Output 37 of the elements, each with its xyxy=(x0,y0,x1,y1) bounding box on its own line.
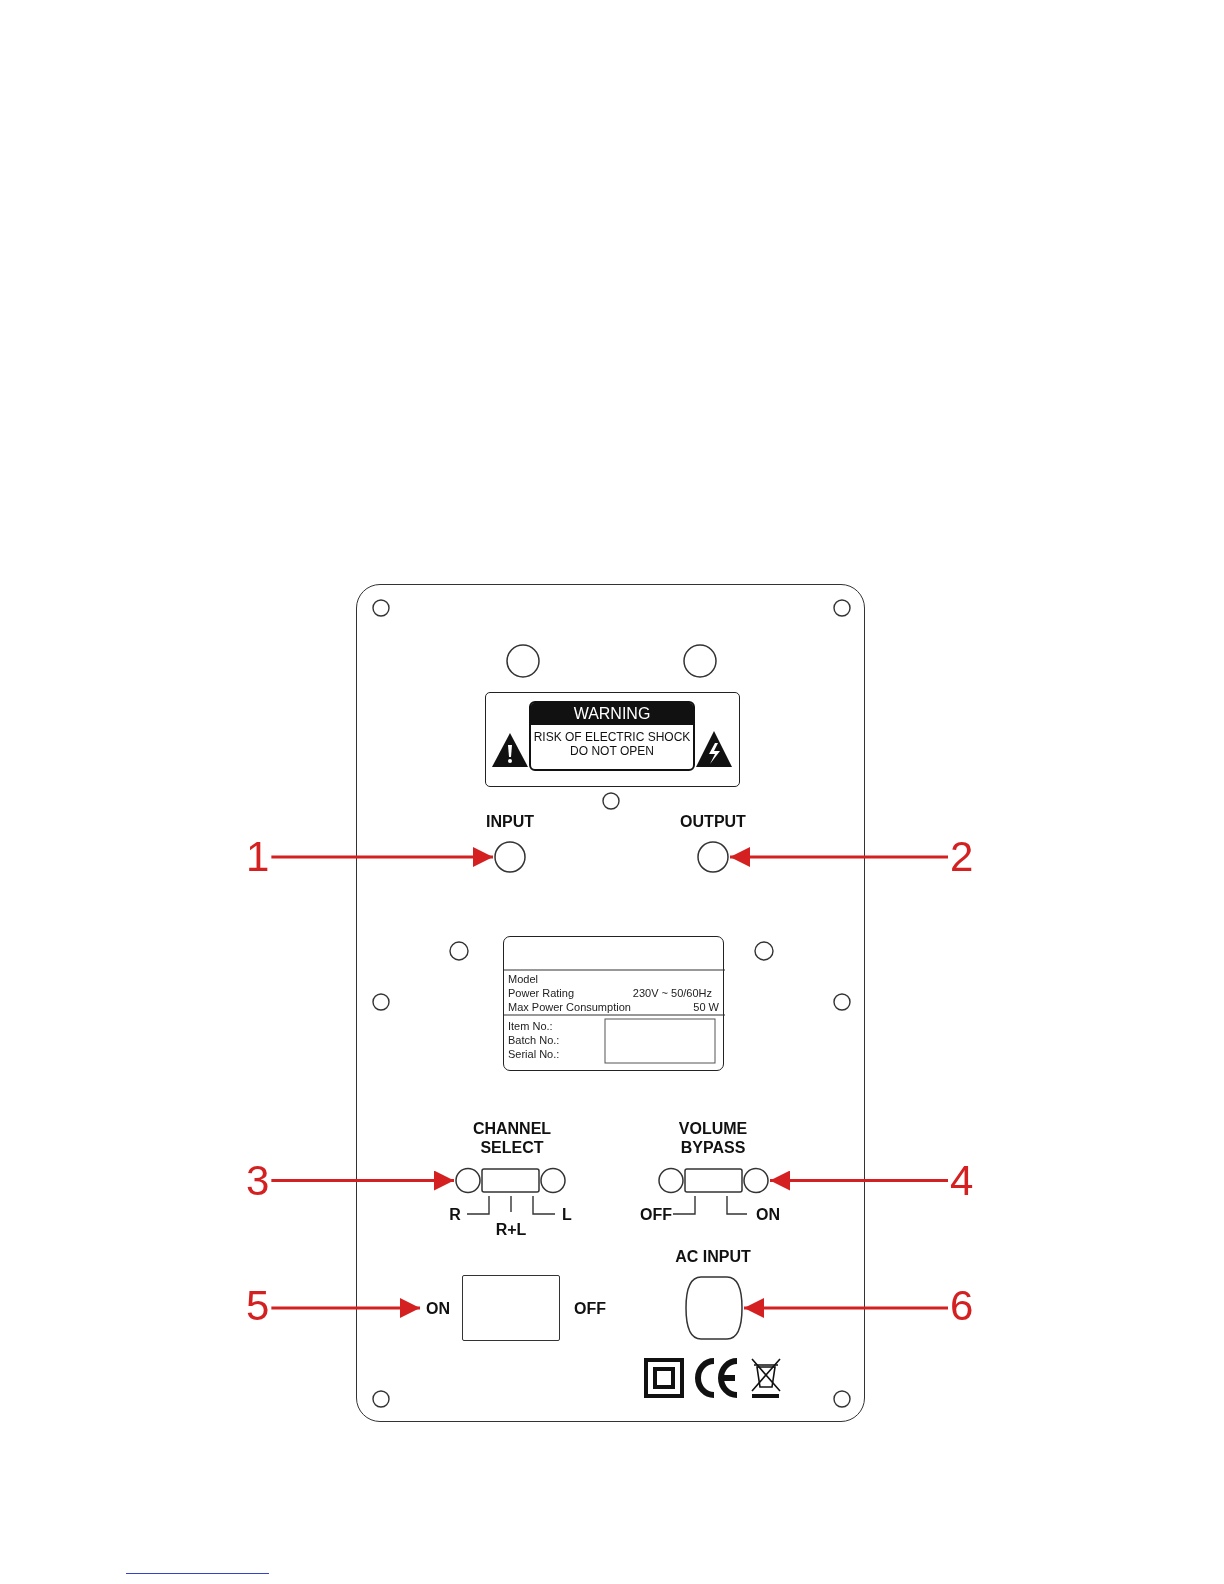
arrow xyxy=(770,1170,948,1191)
callout-number: 5 xyxy=(246,1285,270,1327)
jack-label: OUTPUT xyxy=(680,811,746,831)
arrow xyxy=(271,847,493,867)
switch-label: R xyxy=(449,1204,461,1224)
switch-label: VOLUME BYPASS xyxy=(677,1119,749,1157)
jack-label: INPUT xyxy=(486,811,534,831)
switch-label: OFF xyxy=(574,1298,606,1318)
callout-number: 2 xyxy=(950,836,974,878)
plate-text: Batch No.: xyxy=(508,1034,560,1047)
plate-text: 230V ~ 50/60Hz xyxy=(632,987,712,1000)
switch-label: L xyxy=(562,1204,572,1224)
callout-number: 3 xyxy=(246,1160,270,1202)
arrow xyxy=(730,847,948,867)
arrow xyxy=(744,1298,948,1318)
arrow xyxy=(271,1298,420,1318)
callout-number: 6 xyxy=(950,1285,974,1327)
plate-text: Model xyxy=(508,973,538,986)
switch-label: CHANNEL SELECT xyxy=(471,1119,553,1157)
plate-text: Serial No.: xyxy=(508,1048,560,1061)
rating-plate xyxy=(503,936,724,1071)
plate-text: Max Power Consumption xyxy=(508,1001,631,1014)
plate-text: Power Rating xyxy=(508,987,575,1000)
switch-label: OFF xyxy=(640,1204,672,1224)
plate-text: 50 W xyxy=(693,1001,719,1014)
warning-label xyxy=(485,692,740,787)
switch-label: R+L xyxy=(495,1219,527,1239)
warning-heading: WARNING xyxy=(531,703,693,725)
back-panel xyxy=(356,584,865,1422)
arrow xyxy=(271,1170,454,1191)
callout-number: 4 xyxy=(950,1160,974,1202)
warning-text: RISK OF ELECTRIC SHOCK DO NOT OPEN xyxy=(532,730,692,758)
callout-number: 1 xyxy=(246,836,270,878)
plate-text: Item No.: xyxy=(508,1020,553,1033)
socket-label: AC INPUT xyxy=(675,1246,751,1266)
switch-label: ON xyxy=(756,1204,780,1224)
switch-label: ON xyxy=(426,1298,450,1318)
